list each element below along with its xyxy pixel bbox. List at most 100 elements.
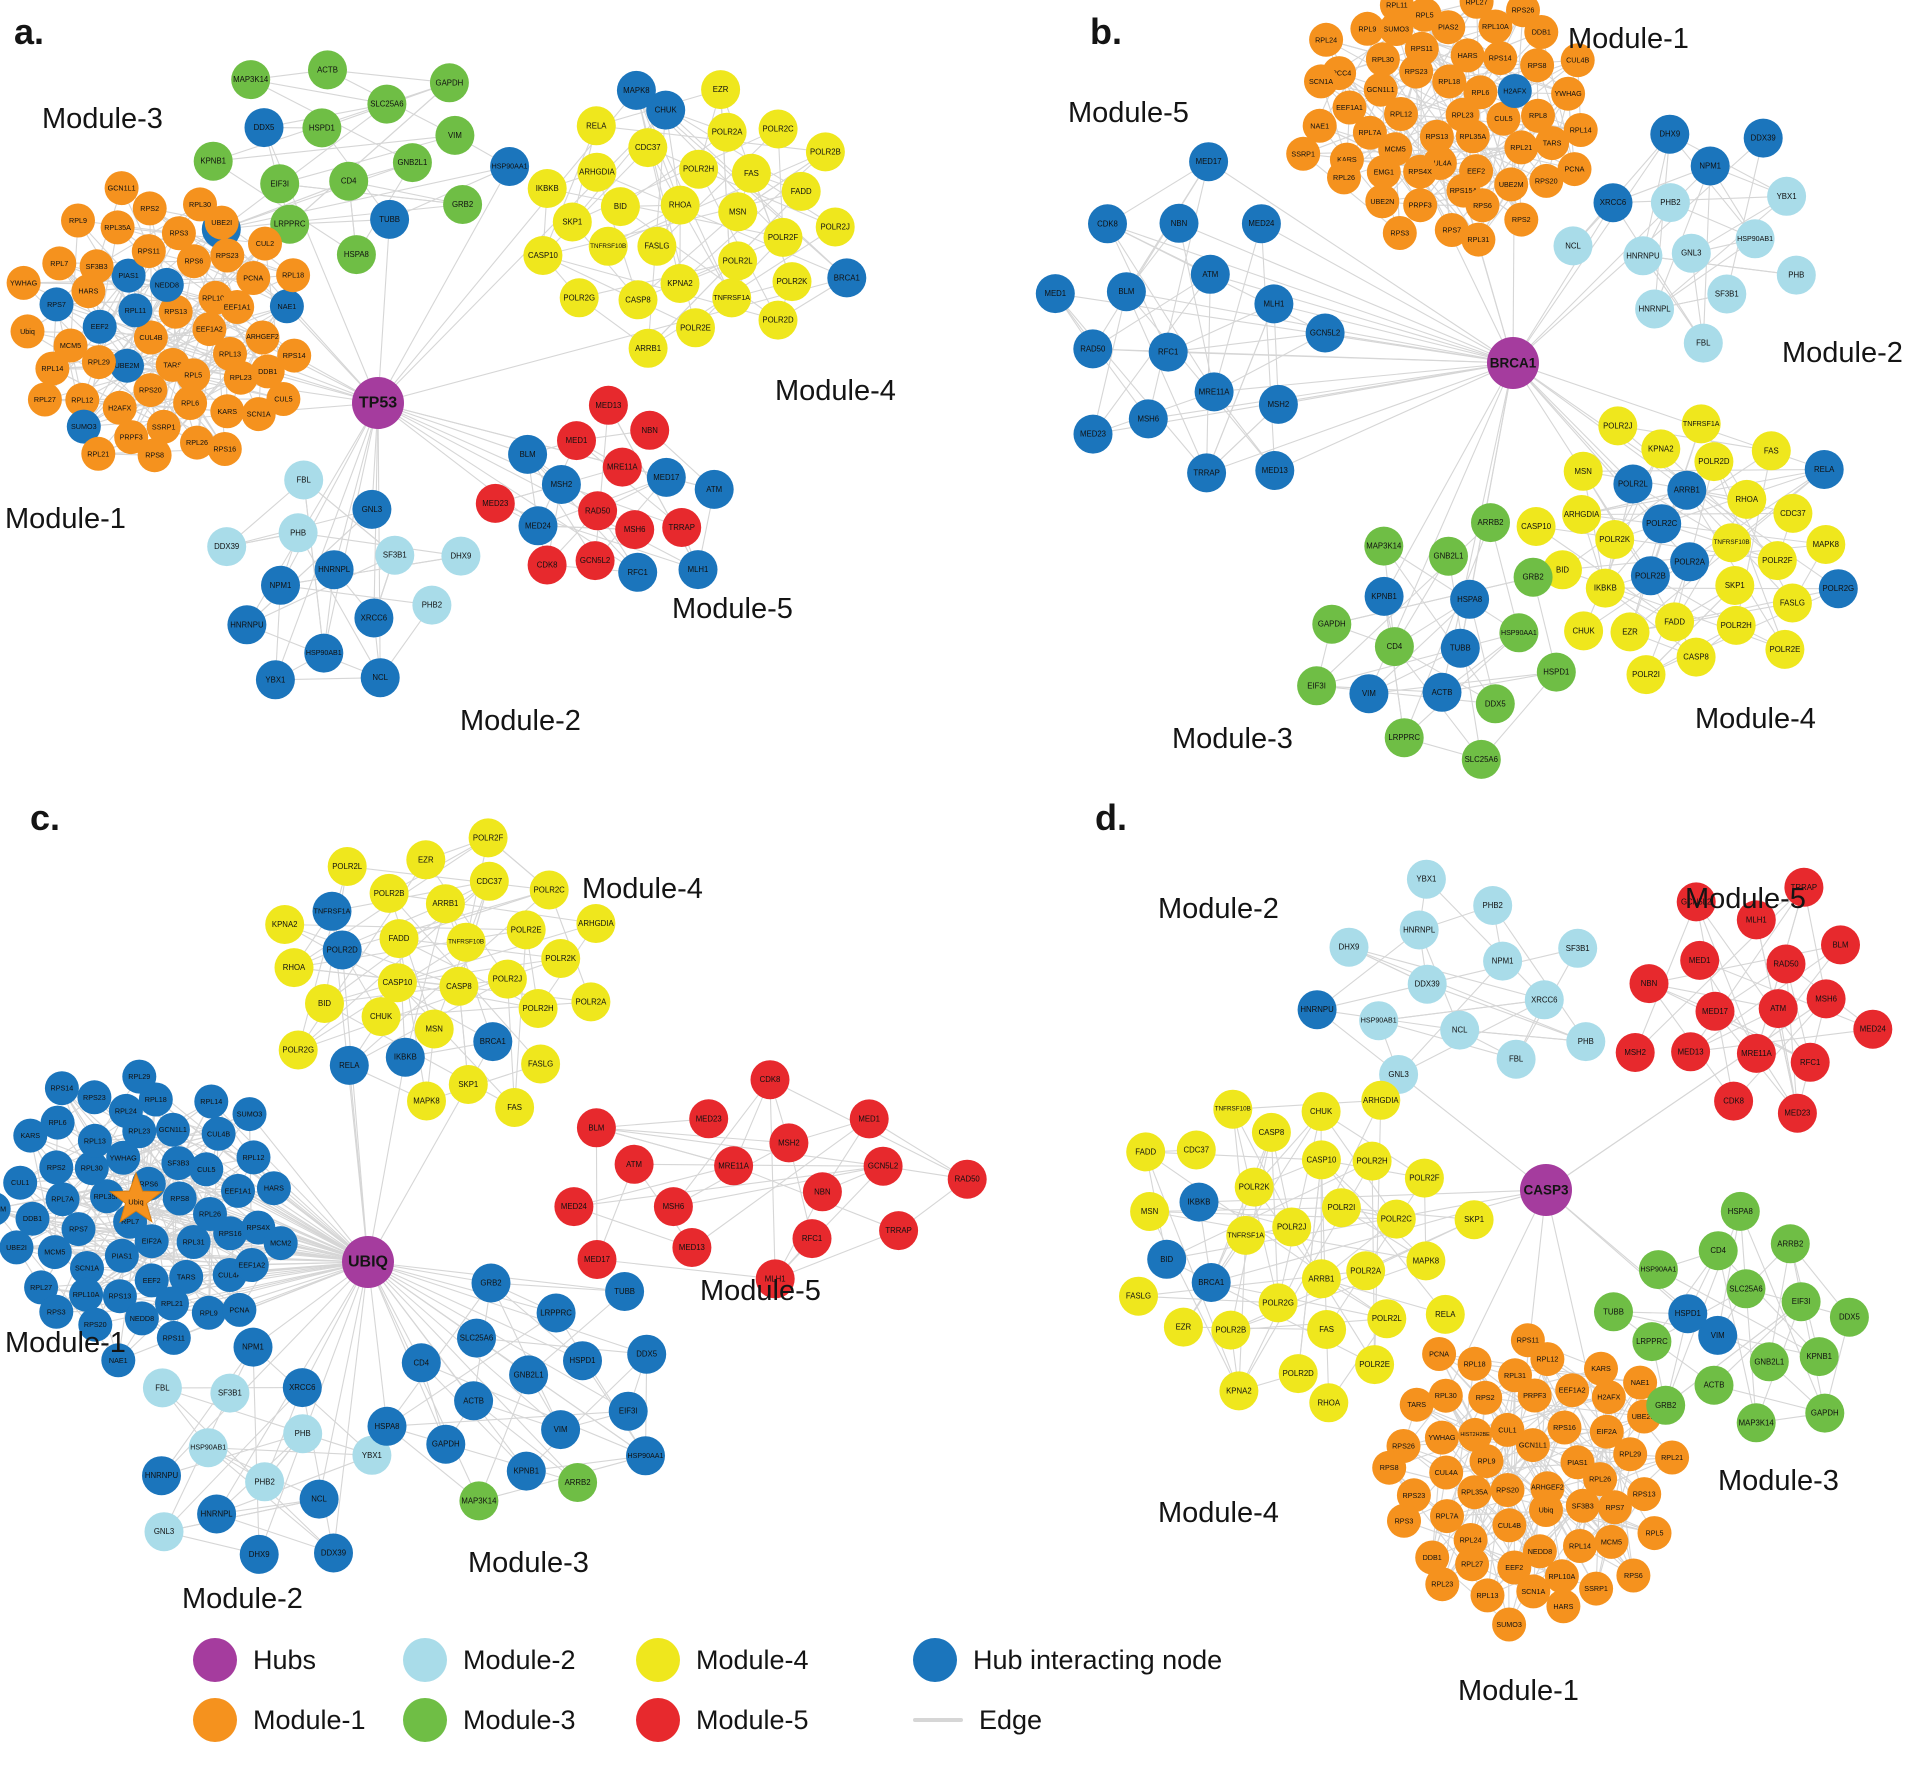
node-circle <box>361 997 401 1037</box>
edge <box>293 903 446 969</box>
node-label: TUBB <box>614 1287 635 1296</box>
node-circle <box>506 1451 546 1491</box>
node-ARRB2: ARRB2 <box>1770 1224 1810 1264</box>
node-label: RPL29 <box>88 358 110 367</box>
node-FADD: FADD <box>379 919 419 959</box>
node-KPNB1: KPNB1 <box>506 1451 546 1491</box>
edge <box>1092 291 1127 435</box>
node-RPL6: RPL6 <box>40 1105 75 1140</box>
node-label: TARS <box>1543 139 1562 148</box>
edge <box>473 1400 578 1483</box>
node-circle <box>1424 1420 1459 1455</box>
node-circle <box>1720 1191 1760 1231</box>
node-circle <box>69 1277 104 1312</box>
node-circle <box>571 982 611 1022</box>
node-GNL3: GNL3 <box>352 489 392 529</box>
node-POLR2K: POLR2K <box>772 262 812 302</box>
node-circle <box>1516 507 1556 546</box>
node-EEF2: EEF2 <box>134 1263 169 1298</box>
node-MSH6: MSH6 <box>1806 979 1846 1019</box>
node-circle <box>106 1140 141 1175</box>
node-PHB: PHB <box>283 1414 323 1454</box>
edge <box>1054 293 1208 474</box>
node-label: MED1 <box>1689 956 1711 965</box>
node-label: RPL11 <box>125 306 146 315</box>
node-GCN5L2: GCN5L2 <box>575 541 615 581</box>
node-label: GNB2L1 <box>397 158 427 167</box>
edge <box>1338 72 1463 116</box>
node-label: POLR2E <box>1770 645 1801 654</box>
module-label-a-module-2: Module-2 <box>460 705 581 737</box>
node-label: SKP1 <box>1725 581 1745 590</box>
node-RPS8: RPS8 <box>137 438 172 473</box>
node-RPL26: RPL26 <box>1327 160 1361 195</box>
edge <box>1210 273 1514 364</box>
node-label: CD4 <box>1710 1246 1726 1255</box>
node-circle <box>443 185 483 224</box>
node-label: RPL31 <box>183 1238 205 1247</box>
node-RPL12: RPL12 <box>65 382 100 417</box>
node-label: EEF1A2 <box>196 325 223 334</box>
node-circle <box>0 1230 34 1265</box>
node-MAP3K14: MAP3K14 <box>231 60 271 100</box>
node-FAS: FAS <box>1751 431 1791 471</box>
node-POLR2E: POLR2E <box>506 910 546 950</box>
node-circle <box>260 164 300 204</box>
edge <box>367 1261 629 1412</box>
node-circle <box>509 1355 549 1395</box>
node-circle <box>354 598 394 638</box>
node-PIAS1: PIAS1 <box>104 1238 139 1273</box>
node-RPL30: RPL30 <box>1365 42 1400 77</box>
node-BID: BID <box>1543 550 1582 590</box>
node-label: HSPD1 <box>309 123 335 132</box>
node-RPS3: RPS3 <box>161 216 196 251</box>
node-POLR2I: POLR2I <box>1321 1188 1361 1228</box>
node-circle <box>314 550 354 590</box>
node-circle <box>1806 525 1846 564</box>
node-label: NAE1 <box>1631 1378 1650 1387</box>
node-label: RPL24 <box>1315 35 1337 44</box>
hub-UBIQ: UBIQ <box>342 1236 394 1288</box>
node-label: PIAS1 <box>112 1251 132 1260</box>
node-label: YWHAG <box>1428 1433 1456 1442</box>
node-label: GAPDH <box>436 78 464 87</box>
node-FBL: FBL <box>142 1368 182 1408</box>
node-circle <box>248 226 282 261</box>
node-circle <box>1327 160 1361 195</box>
node-circle <box>1594 1524 1629 1559</box>
node-circle <box>1305 313 1345 353</box>
node-circle <box>133 373 168 408</box>
node-circle <box>1461 739 1501 779</box>
node-NEDD8: NEDD8 <box>124 1301 159 1336</box>
edge <box>594 405 609 561</box>
node-label: RPL7A <box>51 1195 74 1204</box>
node-label: FAS <box>507 1103 522 1112</box>
edge <box>528 1291 625 1376</box>
edge <box>1213 223 1262 393</box>
node-MRE11A: MRE11A <box>602 447 642 487</box>
node-HNRNPL: HNRNPL <box>197 1494 237 1534</box>
node-YBX1: YBX1 <box>352 1435 392 1475</box>
node-label: RPL31 <box>1467 235 1489 244</box>
node-circle <box>1486 101 1521 136</box>
node-DDB1: DDB1 <box>1415 1540 1450 1575</box>
node-circle <box>250 354 285 389</box>
node-circle <box>1613 464 1653 504</box>
node-RPL9: RPL9 <box>1469 1444 1504 1479</box>
node-XRCC6: XRCC6 <box>282 1368 322 1408</box>
node-label: ERCC4 <box>1327 69 1351 78</box>
node-label: POLR2D <box>1698 457 1730 466</box>
node-circle <box>1598 406 1638 446</box>
node-circle <box>626 1436 665 1476</box>
node-SF3B1: SF3B1 <box>1707 274 1747 314</box>
node-circle <box>137 438 172 473</box>
node-HSPD1: HSPD1 <box>1668 1294 1708 1334</box>
node-label: RPS6 <box>185 257 204 266</box>
node-circle <box>1650 114 1690 154</box>
hub-label: TP53 <box>359 395 397 412</box>
edge <box>527 454 596 561</box>
node-NBN: NBN <box>802 1172 842 1212</box>
node-RPL7A: RPL7A <box>1430 1499 1464 1534</box>
node-circle <box>1415 1540 1450 1575</box>
node-label: FBL <box>297 476 312 485</box>
